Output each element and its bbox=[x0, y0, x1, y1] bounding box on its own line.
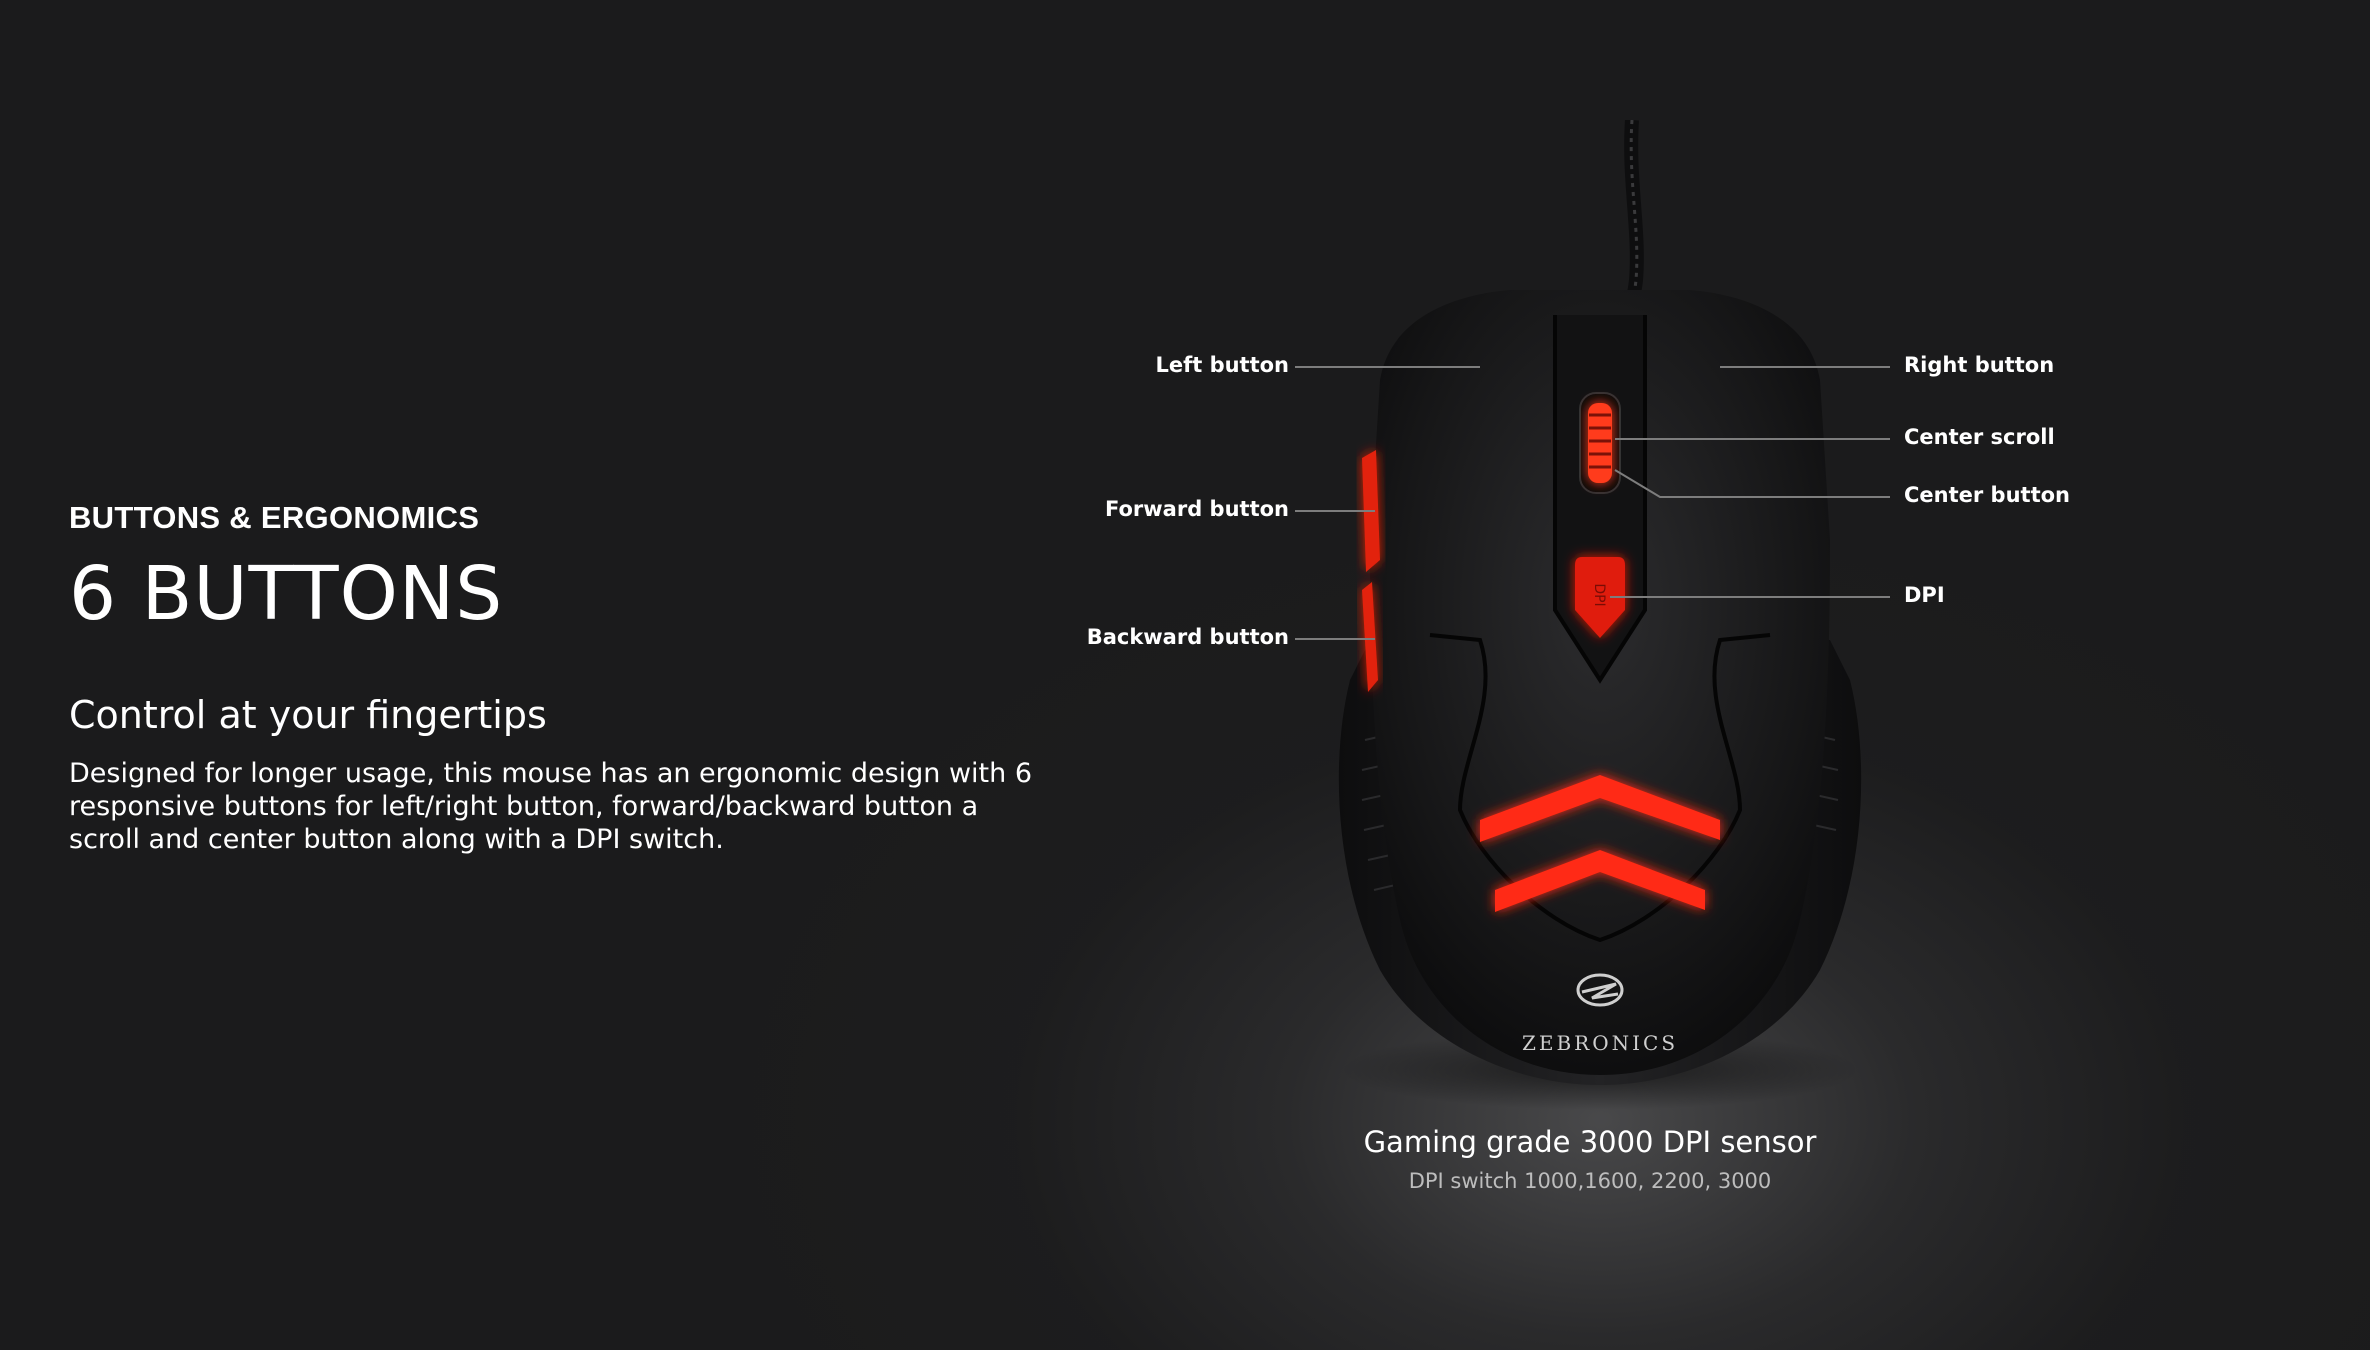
backward-button bbox=[1362, 582, 1378, 692]
section-eyebrow: BUTTONS & ERGONOMICS bbox=[69, 500, 480, 535]
section-description: Designed for longer usage, this mouse ha… bbox=[69, 758, 1033, 856]
feature-copy: BUTTONS & ERGONOMICS 6 BUTTONS Control a… bbox=[69, 500, 1049, 856]
led-chevron-upper bbox=[1480, 775, 1720, 842]
caption-title: Gaming grade 3000 DPI sensor bbox=[1363, 1125, 1817, 1159]
caption-subtitle: DPI switch 1000,1600, 2200, 3000 bbox=[1408, 1169, 1772, 1193]
brand-logo bbox=[1576, 973, 1624, 1007]
callout-right-button: Right button bbox=[1904, 353, 2055, 377]
callout-center-button: Center button bbox=[1904, 483, 2070, 507]
section-subhead: Control at your fingertips bbox=[69, 693, 547, 738]
sensor-caption: Gaming grade 3000 DPI sensor DPI switch … bbox=[1290, 1125, 1890, 1193]
dpi-button bbox=[1575, 557, 1625, 638]
callout-dpi: DPI bbox=[1904, 583, 1945, 607]
gaming-mouse-image: DPI ZEBRONICS bbox=[1338, 120, 1862, 1110]
section-headline: 6 BUTTONS bbox=[69, 551, 504, 637]
callout-center-scroll: Center scroll bbox=[1904, 425, 2055, 449]
svg-text:DPI: DPI bbox=[1591, 583, 1607, 606]
callout-backward-button: Backward button bbox=[1086, 625, 1289, 649]
brand-wordmark: ZEBRONICS bbox=[1522, 1031, 1678, 1055]
led-chevron-lower bbox=[1495, 850, 1705, 912]
callout-forward-button: Forward button bbox=[1105, 497, 1289, 521]
callout-left-button: Left button bbox=[1155, 353, 1289, 377]
